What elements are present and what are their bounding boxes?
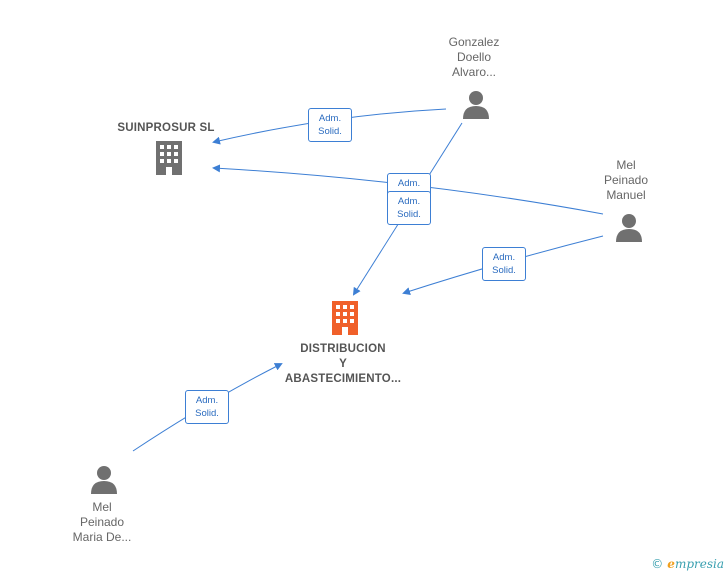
- company-label-suinprosur[interactable]: SUINPROSUR SL: [117, 122, 215, 134]
- role-badge[interactable]: Adm. Solid.: [387, 191, 431, 225]
- brand-watermark: ©empresia: [651, 557, 724, 571]
- copyright-icon: ©: [651, 557, 664, 571]
- person-label-mel-manuel[interactable]: Mel Peinado Manuel: [603, 158, 649, 202]
- person-icon[interactable]: [461, 89, 491, 119]
- person-icon[interactable]: [614, 212, 644, 242]
- company-label-distribucion[interactable]: DISTRIBUCION Y ABASTECIMIENTO...: [284, 343, 402, 385]
- building-icon[interactable]: [329, 300, 361, 336]
- person-label-mel-maria[interactable]: Mel Peinado Maria De...: [72, 500, 132, 544]
- building-icon[interactable]: [153, 140, 185, 176]
- person-label-gonzalez[interactable]: Gonzalez Doello Alvaro...: [448, 35, 500, 79]
- role-badge[interactable]: Adm. Solid.: [185, 390, 229, 424]
- person-icon[interactable]: [89, 464, 119, 494]
- role-badge[interactable]: Adm. Solid.: [308, 108, 352, 142]
- role-badge[interactable]: Adm. Solid.: [482, 247, 526, 281]
